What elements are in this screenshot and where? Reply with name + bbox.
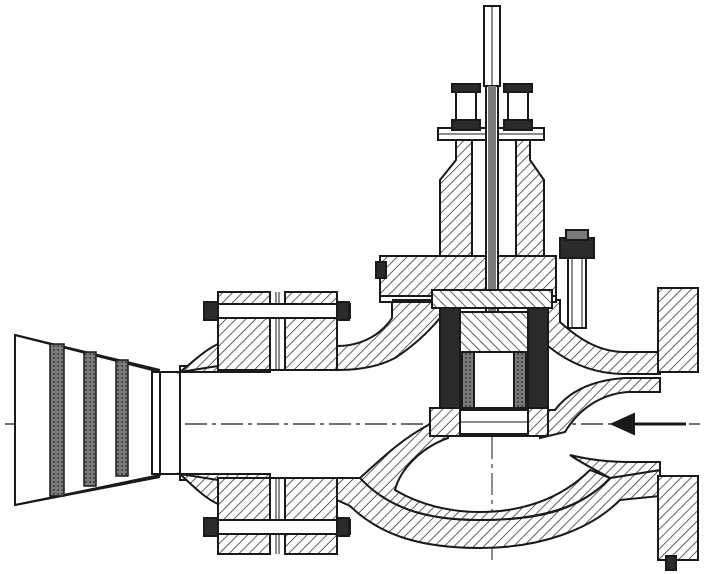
outlet-flange-pair xyxy=(203,291,351,555)
perforated-plate-2 xyxy=(83,351,97,487)
valve-body xyxy=(336,299,661,550)
perforated-plate-3 xyxy=(115,359,129,477)
flange-bolt-upper xyxy=(203,303,351,319)
valve-seat xyxy=(429,407,549,437)
stem-gland-nuts xyxy=(451,83,533,131)
flow-arrow xyxy=(609,412,686,436)
inlet-flange xyxy=(657,287,699,571)
body-bonnet-bolt xyxy=(559,229,595,329)
cage-and-plug xyxy=(431,289,553,411)
flange-bolt-lower xyxy=(203,519,351,535)
diffuser-cone xyxy=(14,333,181,507)
actuator-stem xyxy=(483,5,501,317)
perforated-plate-1 xyxy=(49,343,65,497)
